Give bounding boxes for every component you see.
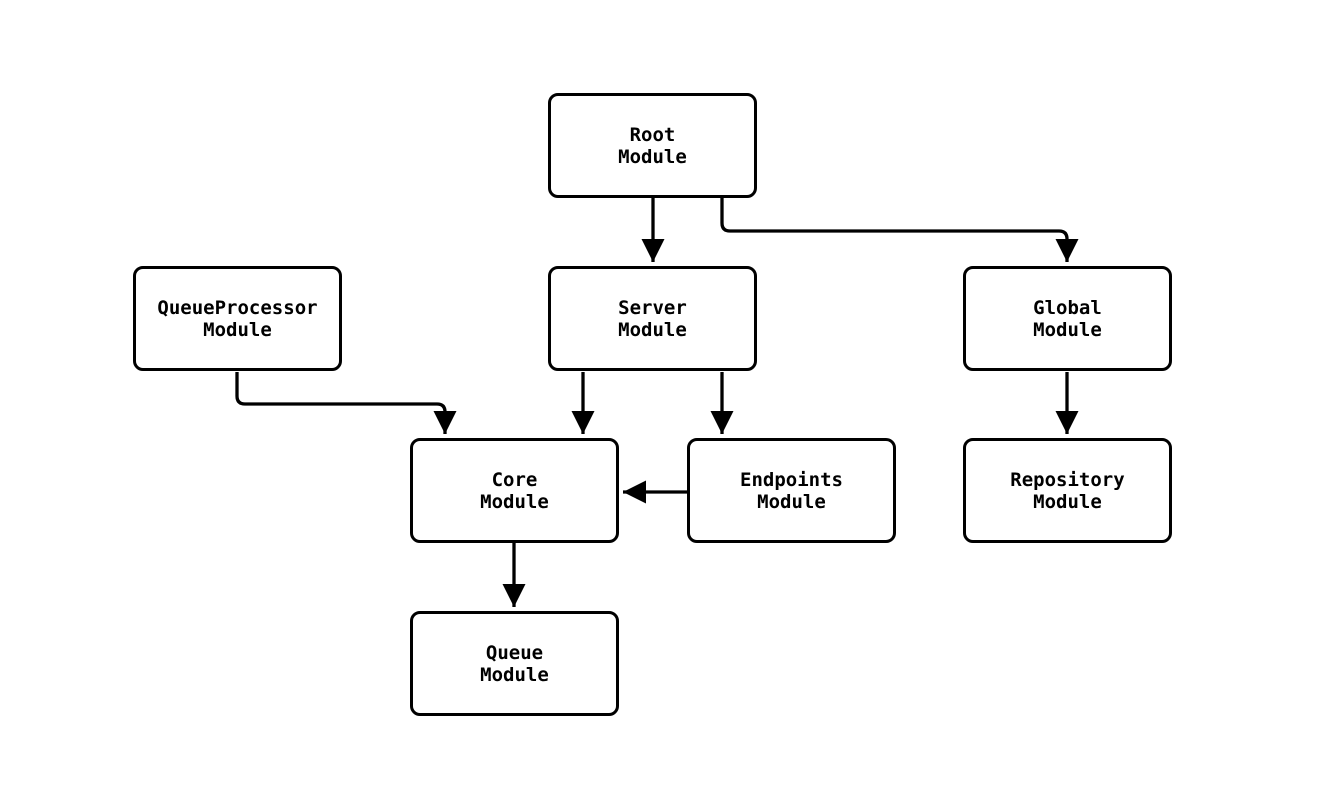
edge-root-to-global: [720, 198, 1079, 262]
node-endpoints-module-label: Endpoints Module: [740, 468, 843, 513]
node-global-module: Global Module: [963, 266, 1172, 371]
node-core-module: Core Module: [410, 438, 619, 543]
node-root-module: Root Module: [548, 93, 757, 198]
node-global-module-label: Global Module: [1033, 296, 1102, 341]
node-core-module-label: Core Module: [480, 468, 549, 513]
edge-queueprocessor-to-core: [235, 372, 457, 434]
node-root-module-label: Root Module: [618, 123, 687, 168]
node-queue-module-label: Queue Module: [480, 641, 549, 686]
node-repository-module: Repository Module: [963, 438, 1172, 543]
node-queue-module: Queue Module: [410, 611, 619, 716]
node-repository-module-label: Repository Module: [1010, 468, 1125, 513]
node-endpoints-module: Endpoints Module: [687, 438, 896, 543]
node-server-module-label: Server Module: [618, 296, 687, 341]
node-server-module: Server Module: [548, 266, 757, 371]
node-queueprocessor-module-label: QueueProcessor Module: [157, 296, 318, 341]
node-queueprocessor-module: QueueProcessor Module: [133, 266, 342, 371]
